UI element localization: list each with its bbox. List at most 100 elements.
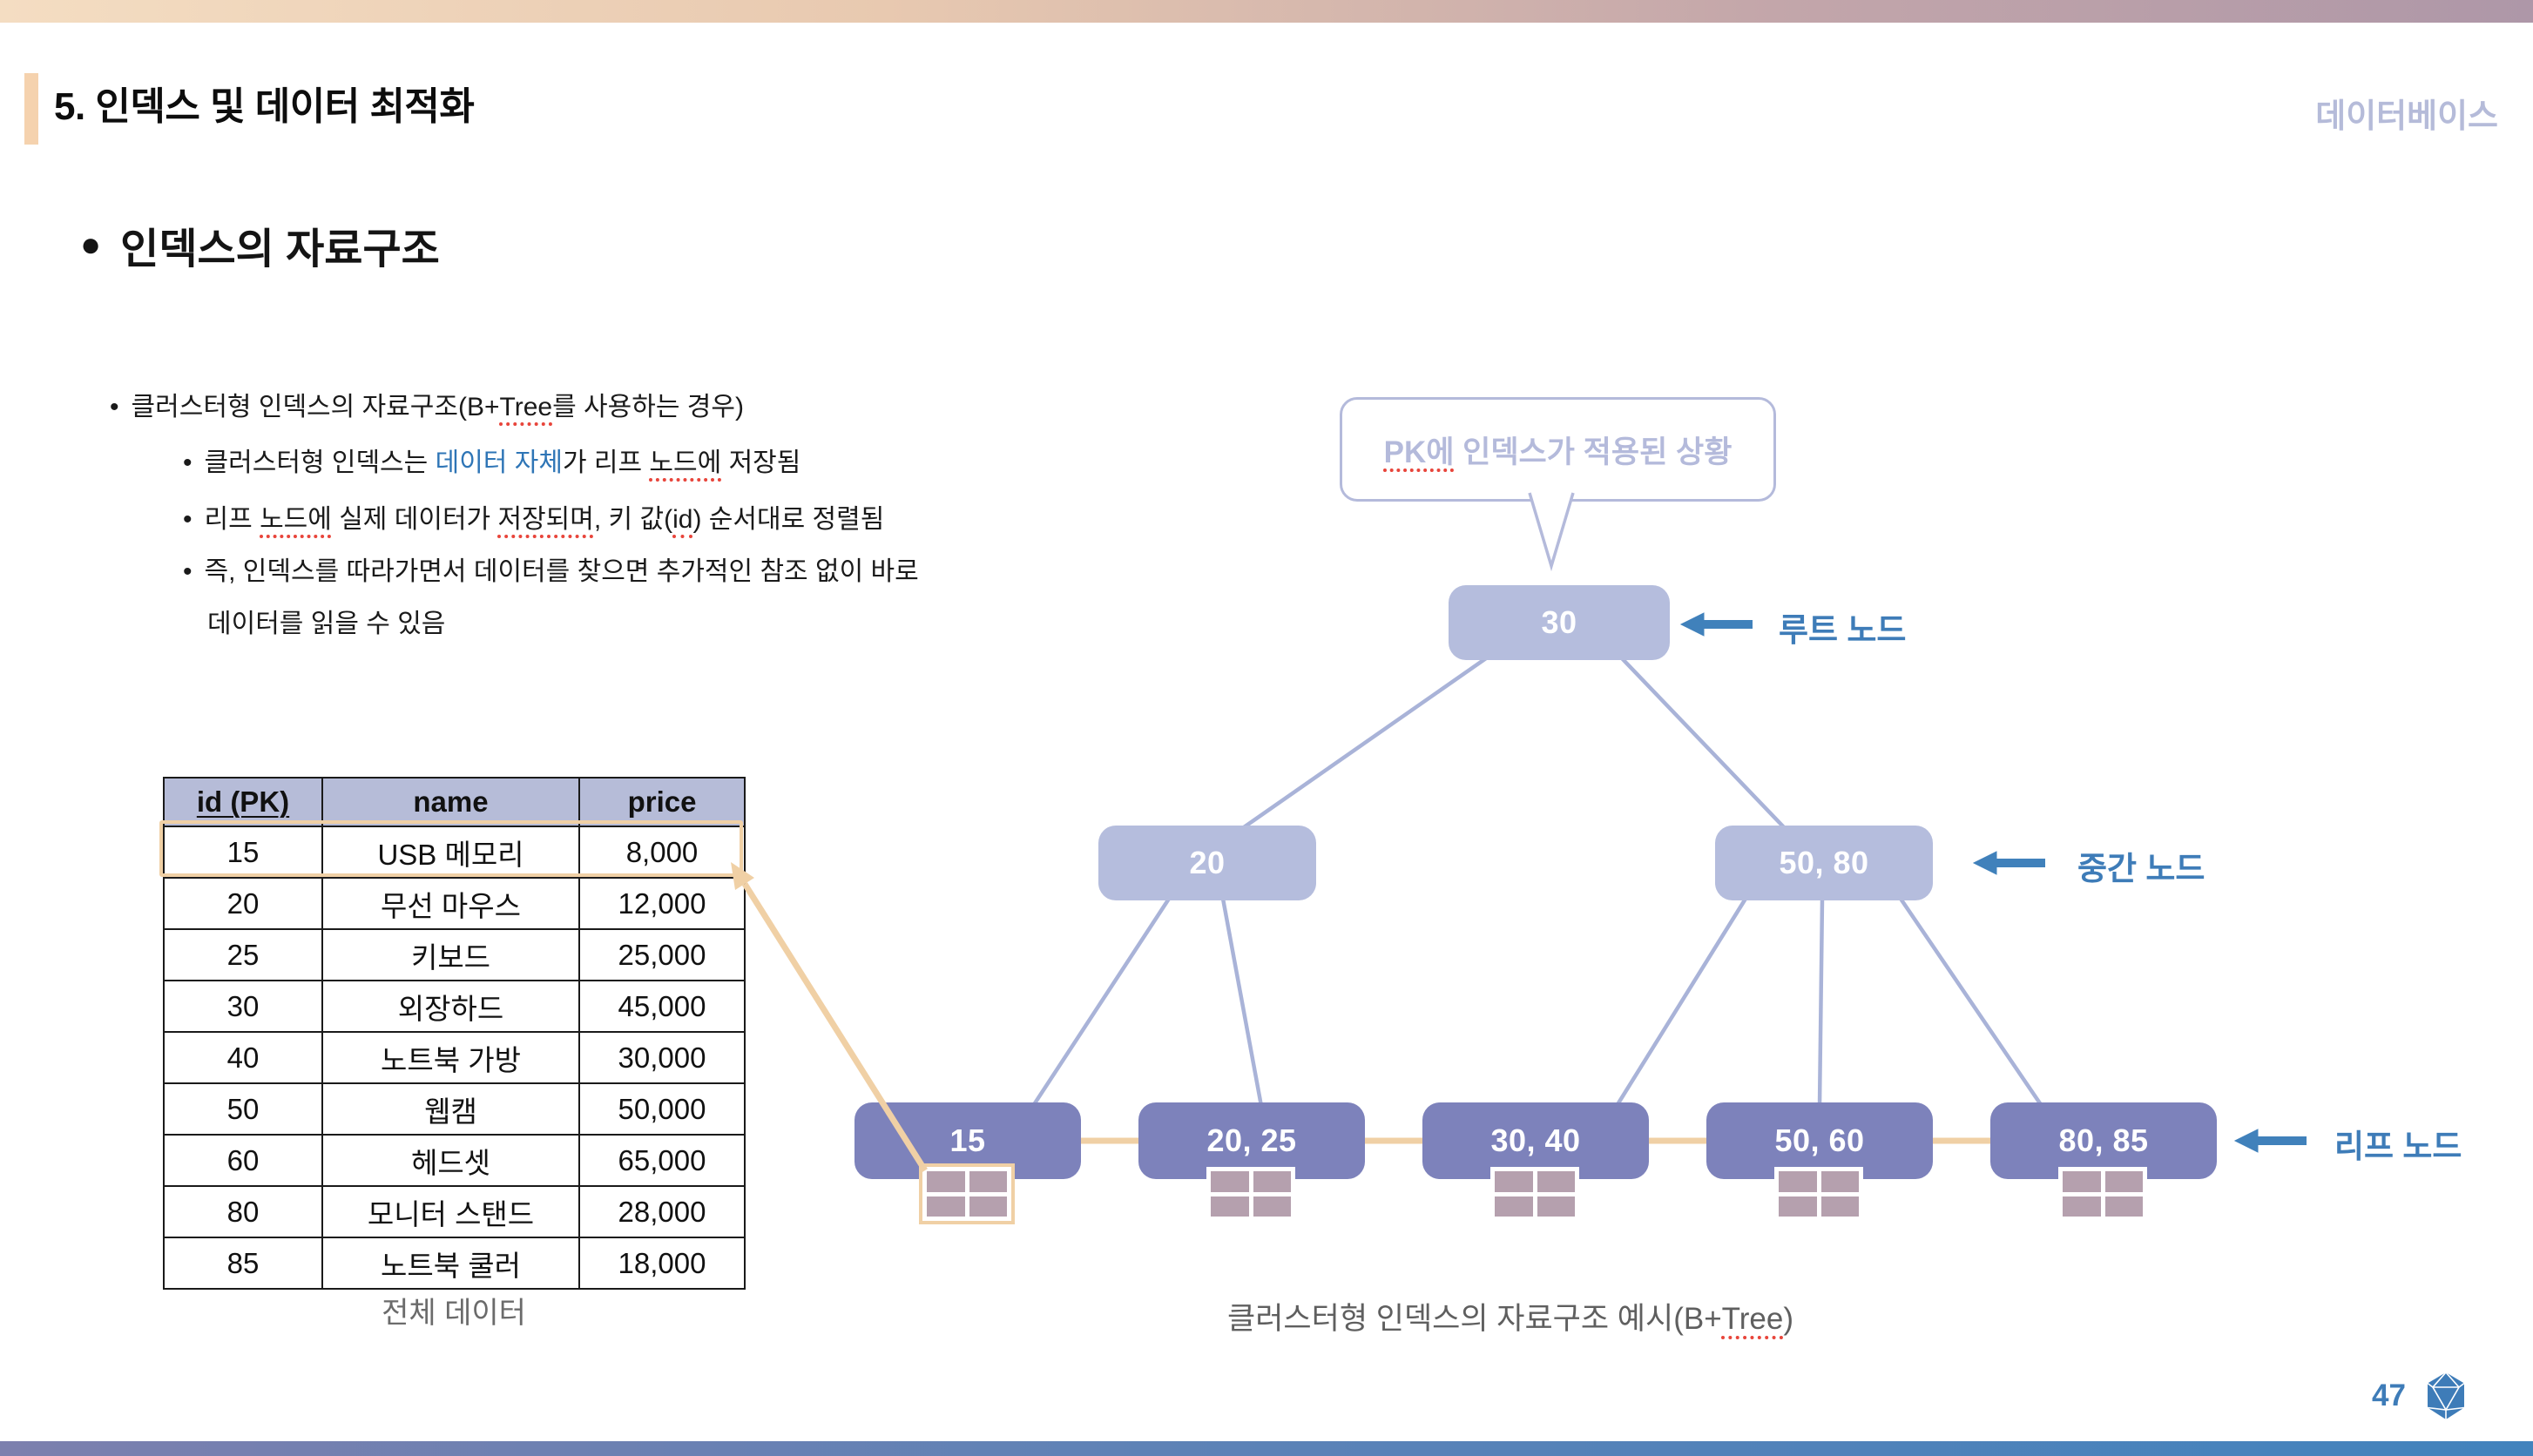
cell-name: 외장하드	[321, 980, 580, 1033]
cell-price: 18,000	[578, 1237, 746, 1290]
pk-index-callout: PK에 인덱스가 적용된 상황	[1340, 397, 1776, 502]
bullet-dot-icon: •	[183, 557, 193, 586]
page-number: 47	[2372, 1378, 2406, 1412]
bullet-text: 데이터를 읽을 수 있음	[207, 610, 446, 638]
cell-name: 헤드셋	[321, 1134, 580, 1187]
tree-internal-node-right: 50, 80	[1715, 826, 1933, 900]
cell-id: 30	[163, 980, 323, 1033]
tree-leaf-node: 50, 60	[1706, 1102, 1933, 1179]
callout-text: 인덱스가 적용된 상황	[1454, 435, 1733, 469]
tree-leaf-node: 20, 25	[1138, 1102, 1365, 1179]
cell-name: 무선 마우스	[321, 877, 580, 930]
cell-id: 60	[163, 1134, 323, 1187]
table-caption: 전체 데이터	[382, 1297, 526, 1330]
bottom-gradient-bar	[0, 1441, 2533, 1456]
cell-price: 8,000	[578, 826, 746, 879]
diagram-caption-text: )	[1783, 1302, 1793, 1336]
bullet-text-squiggle: 노드에	[649, 448, 722, 477]
bullet-text: 즉, 인덱스를 따라가면서 데이터를 찾으면 추가적인 참조 없이 바로	[204, 557, 919, 586]
bullet-line-1: •클러스터형 인덱스의 자료구조(B+Tree를 사용하는 경우)	[110, 390, 744, 425]
col-header-id: id (PK)	[196, 785, 290, 818]
tree-leaf-node: 80, 85	[1990, 1102, 2217, 1179]
bullet-text: 클러스터형 인덱스는	[204, 448, 436, 477]
callout-pointer	[1528, 492, 1575, 572]
top-gradient-bar	[0, 0, 2533, 23]
cell-price: 25,000	[578, 928, 746, 981]
cell-name: 노트북 가방	[321, 1031, 580, 1084]
left-arrow-icon	[2233, 1129, 2307, 1153]
bullet-text: ) 순서대로 정렬됨	[692, 505, 885, 534]
leaf-data-grid-icon	[1774, 1167, 1863, 1221]
diagram-caption-text: 클러스터형 인덱스의 자료구조 예시(B+	[1227, 1302, 1722, 1336]
tree-root-node: 30	[1449, 585, 1670, 660]
bullet-line-4-continuation: 데이터를 읽을 수 있음	[207, 607, 445, 642]
cell-id: 25	[163, 928, 323, 981]
bullet-line-3: • 리프 노드에 실제 데이터가 저장되며, 키 값(id) 순서대로 정렬됨	[183, 502, 884, 537]
cell-price: 28,000	[578, 1185, 746, 1238]
left-arrow-icon	[1972, 851, 2045, 875]
cell-price: 12,000	[578, 877, 746, 930]
internal-node-label: 중간 노드	[2077, 851, 2205, 886]
cell-name: 모니터 스탠드	[321, 1185, 580, 1238]
bullet-text: , 키 값(	[593, 505, 673, 534]
cell-price: 30,000	[578, 1031, 746, 1084]
leaf-data-grid-icon	[2058, 1167, 2147, 1221]
bullet-text-blue: 데이터 자체	[435, 448, 563, 477]
bullet-text-squiggle: id	[672, 505, 693, 534]
cell-name: 키보드	[321, 928, 580, 981]
bullet-text: 리프	[204, 505, 260, 534]
leaf-node-label: 리프 노드	[2334, 1129, 2462, 1164]
bullet-text-squiggle: 노드에	[260, 505, 332, 534]
cell-name: 웹캠	[321, 1082, 580, 1136]
bullet-line-2: • 클러스터형 인덱스는 데이터 자체가 리프 노드에 저장됨	[183, 446, 800, 481]
col-header-name: name	[321, 777, 580, 827]
slide-title: 5. 인덱스 및 데이터 최적화	[54, 85, 475, 128]
cell-id: 20	[163, 877, 323, 930]
section-heading: ● 인덱스의 자료구조	[80, 214, 440, 275]
cell-id: 50	[163, 1082, 323, 1136]
bullet-text: 클러스터형 인덱스의 자료구조(B+	[131, 393, 500, 421]
bullet-text: 가 리프	[562, 448, 650, 477]
icosahedron-logo-icon	[2427, 1372, 2465, 1419]
course-label: 데이터베이스	[2315, 98, 2498, 135]
bullet-dot-icon: •	[183, 505, 193, 534]
section-heading-text: 인덱스의 자료구조	[120, 226, 440, 273]
diagram-caption-squiggle: Tree	[1721, 1302, 1784, 1336]
bullet-text: 를 사용하는 경우)	[552, 393, 744, 421]
cell-name: 노트북 쿨러	[321, 1237, 580, 1290]
left-arrow-icon	[1679, 612, 1753, 637]
table-header-row: id (PK) name price	[163, 777, 746, 827]
title-accent-bar	[24, 73, 38, 145]
tree-leaf-node: 30, 40	[1422, 1102, 1649, 1179]
col-header-price: price	[578, 777, 746, 827]
root-node-label: 루트 노드	[1779, 612, 1907, 648]
cell-id: 85	[163, 1237, 323, 1290]
callout-text-squiggle: PK에	[1383, 435, 1455, 469]
bullet-dot-icon: •	[183, 448, 193, 477]
bullet-dot-icon: ●	[80, 225, 102, 264]
cell-price: 65,000	[578, 1134, 746, 1187]
diagram-caption: 클러스터형 인덱스의 자료구조 예시(B+Tree)	[1206, 1294, 1815, 1338]
bullet-text-squiggle: 저장되며	[497, 505, 594, 534]
leaf-data-grid-icon	[919, 1163, 1015, 1224]
bullet-text: 저장됨	[721, 448, 801, 477]
tree-internal-node-left: 20	[1098, 826, 1316, 900]
cell-price: 50,000	[578, 1082, 746, 1136]
bullet-text-squiggle: Tree	[499, 393, 553, 421]
cell-id: 80	[163, 1185, 323, 1238]
cell-id: 40	[163, 1031, 323, 1084]
cell-id: 15	[163, 826, 323, 879]
bullet-text: 실제 데이터가	[331, 505, 498, 534]
leaf-data-grid-icon	[1490, 1167, 1579, 1221]
cell-price: 45,000	[578, 980, 746, 1033]
